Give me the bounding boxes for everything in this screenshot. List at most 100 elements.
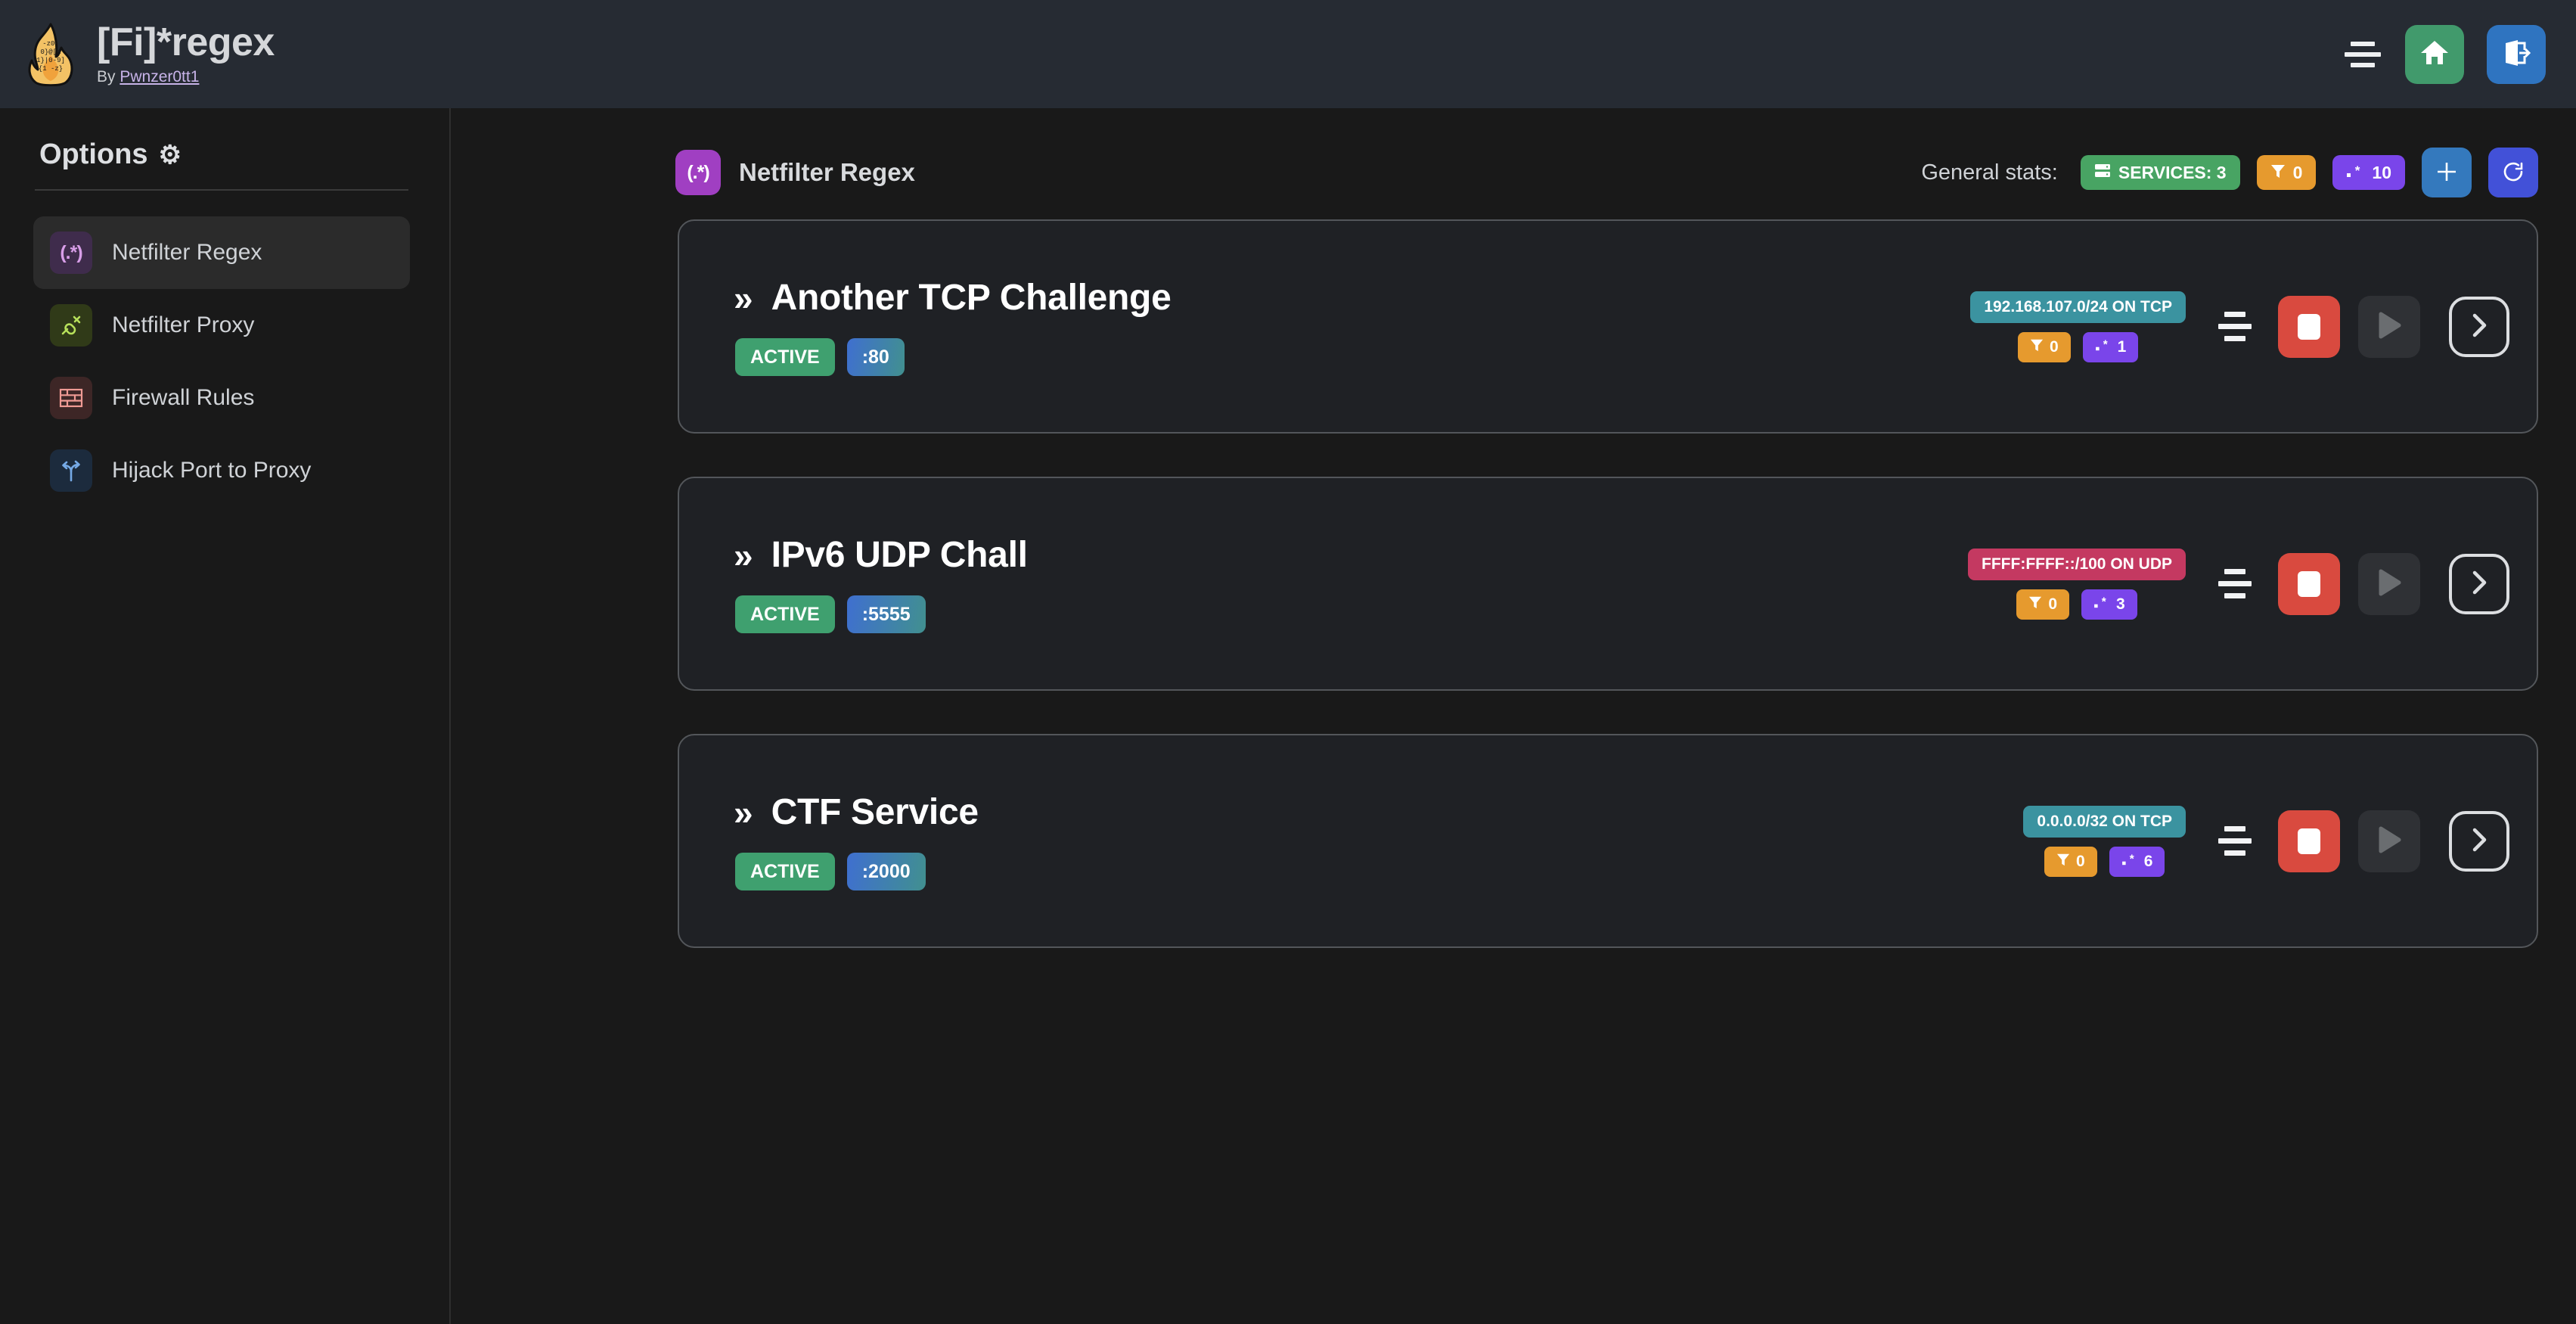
regexes-badge: * 6 bbox=[2109, 846, 2165, 877]
svg-text:-z0-: -z0- bbox=[42, 40, 59, 48]
flame-regex-logo-icon: -z0- 0}@[a 1}|0-9] {1 -z} bbox=[26, 23, 76, 86]
gear-icon: ⚙ bbox=[158, 140, 182, 169]
service-network-stats: 0.0.0.0/32 ON TCP 0 * 6 bbox=[2023, 805, 2186, 877]
top-header-bar: -z0- 0}@[a 1}|0-9] {1 -z} [Fi]*regex By … bbox=[0, 0, 2576, 108]
service-card[interactable]: » IPv6 UDP Chall ACTIVE :5555 FFFF:FFFF:… bbox=[678, 477, 2538, 691]
filters-count: 0 bbox=[2049, 337, 2059, 356]
regex-dot-star-icon: * bbox=[2121, 853, 2138, 871]
service-controls: 0.0.0.0/32 ON TCP 0 * 6 bbox=[2023, 805, 2509, 877]
svg-text:*: * bbox=[2103, 338, 2107, 351]
service-title: » IPv6 UDP Chall bbox=[734, 534, 1028, 576]
align-center-icon[interactable] bbox=[2343, 35, 2382, 74]
logout-icon bbox=[2501, 38, 2531, 70]
service-info: » CTF Service ACTIVE :2000 bbox=[734, 791, 979, 890]
service-name: IPv6 UDP Chall bbox=[771, 535, 1028, 575]
status-badge-regexes-count: 10 bbox=[2372, 162, 2391, 182]
align-center-icon[interactable] bbox=[2216, 822, 2254, 861]
status-badge-services-label: SERVICES: 3 bbox=[2118, 162, 2227, 182]
sidebar-item-netfilter-regex[interactable]: (.*) Netfilter Regex bbox=[33, 216, 410, 289]
details-button[interactable] bbox=[2449, 296, 2509, 357]
filter-icon bbox=[2056, 853, 2070, 871]
regexes-count: 1 bbox=[2117, 337, 2127, 356]
stop-button[interactable] bbox=[2278, 810, 2340, 872]
sidebar-item-netfilter-proxy[interactable]: Netfilter Proxy bbox=[33, 289, 410, 362]
service-name: Another TCP Challenge bbox=[771, 278, 1172, 318]
stop-icon bbox=[2298, 570, 2320, 597]
main-content: (.*) Netfilter Regex General stats: SERV… bbox=[452, 108, 2576, 1324]
service-title: » Another TCP Challenge bbox=[734, 277, 1172, 319]
page-regex-icon: (.*) bbox=[675, 150, 721, 195]
filters-badge: 0 bbox=[2017, 331, 2071, 362]
port-badge: :5555 bbox=[846, 595, 926, 633]
plus-icon bbox=[2435, 160, 2459, 186]
details-button[interactable] bbox=[2449, 810, 2509, 872]
logout-button[interactable] bbox=[2487, 24, 2546, 84]
filters-count: 0 bbox=[2076, 852, 2085, 870]
stop-button[interactable] bbox=[2278, 295, 2340, 358]
by-prefix: By bbox=[97, 67, 120, 85]
align-center-icon[interactable] bbox=[2216, 307, 2254, 347]
app-title: [Fi]*regex bbox=[97, 20, 275, 65]
align-center-icon[interactable] bbox=[2216, 564, 2254, 604]
regex-icon: (.*) bbox=[50, 232, 92, 274]
service-card[interactable]: » Another TCP Challenge ACTIVE :80 192.1… bbox=[678, 219, 2538, 434]
network-badge: 192.168.107.0/24 ON TCP bbox=[1970, 291, 2186, 323]
home-button[interactable] bbox=[2405, 24, 2464, 84]
chevron-right-icon bbox=[2466, 310, 2492, 343]
add-service-button[interactable] bbox=[2422, 148, 2472, 197]
plug-icon bbox=[50, 304, 92, 347]
svg-text:{1 -z}: {1 -z} bbox=[39, 65, 63, 73]
port-badge: :2000 bbox=[846, 853, 926, 890]
filters-badge: 0 bbox=[2016, 589, 2069, 620]
play-button[interactable] bbox=[2358, 810, 2420, 872]
svg-text:*: * bbox=[2102, 595, 2106, 608]
filter-icon bbox=[2028, 595, 2042, 614]
status-badge-regexes: * 10 bbox=[2332, 155, 2405, 190]
service-info: » Another TCP Challenge ACTIVE :80 bbox=[734, 277, 1172, 376]
stop-button[interactable] bbox=[2278, 552, 2340, 615]
sidebar-item-label: Hijack Port to Proxy bbox=[112, 458, 312, 483]
chevron-right-icon bbox=[2466, 567, 2492, 600]
general-stats: General stats: SERVICES: 3 0 * 10 bbox=[1921, 148, 2538, 197]
filter-icon bbox=[2270, 163, 2286, 183]
sidebar-item-firewall-rules[interactable]: Firewall Rules bbox=[33, 362, 410, 434]
play-icon bbox=[2376, 826, 2402, 856]
stop-icon bbox=[2298, 828, 2320, 854]
status-badge-services: SERVICES: 3 bbox=[2080, 155, 2240, 190]
play-icon bbox=[2376, 569, 2402, 598]
regexes-badge: * 1 bbox=[2082, 331, 2139, 362]
play-icon bbox=[2376, 312, 2402, 341]
author-link[interactable]: Pwnzer0tt1 bbox=[119, 67, 200, 85]
service-network-stats: FFFF:FFFF::/100 ON UDP 0 * 3 bbox=[1968, 548, 2186, 620]
server-icon bbox=[2094, 163, 2111, 183]
service-info: » IPv6 UDP Chall ACTIVE :5555 bbox=[734, 534, 1028, 633]
service-card[interactable]: » CTF Service ACTIVE :2000 0.0.0.0/32 ON… bbox=[678, 734, 2538, 948]
sidebar-divider bbox=[35, 189, 408, 191]
sidebar: Options ⚙ (.*) Netfilter Regex Netfilter… bbox=[0, 108, 451, 1324]
main-header: (.*) Netfilter Regex General stats: SERV… bbox=[452, 108, 2576, 203]
status-badge: ACTIVE bbox=[735, 595, 835, 633]
brand-text: [Fi]*regex By Pwnzer0tt1 bbox=[97, 22, 275, 86]
service-counters: 0 * 6 bbox=[2044, 846, 2165, 877]
svg-text:0}@[a: 0}@[a bbox=[40, 48, 61, 56]
double-chevron-icon: » bbox=[734, 535, 753, 575]
services-list: » Another TCP Challenge ACTIVE :80 192.1… bbox=[452, 203, 2576, 948]
sidebar-item-hijack-port-to-proxy[interactable]: Hijack Port to Proxy bbox=[33, 434, 410, 507]
service-title: » CTF Service bbox=[734, 791, 979, 833]
network-badge: FFFF:FFFF::/100 ON UDP bbox=[1968, 548, 2186, 580]
service-counters: 0 * 1 bbox=[2017, 331, 2139, 362]
status-badge-filters-count: 0 bbox=[2292, 162, 2303, 182]
refresh-icon bbox=[2502, 160, 2525, 185]
stop-icon bbox=[2298, 313, 2320, 340]
svg-text:1}|0-9]: 1}|0-9] bbox=[36, 57, 65, 64]
sidebar-heading-label: Options bbox=[39, 138, 148, 170]
details-button[interactable] bbox=[2449, 553, 2509, 614]
network-badge: 0.0.0.0/32 ON TCP bbox=[2023, 805, 2186, 838]
regexes-count: 3 bbox=[2116, 595, 2125, 613]
regexes-badge: * 3 bbox=[2081, 589, 2137, 620]
refresh-button[interactable] bbox=[2488, 148, 2538, 197]
service-counters: 0 * 3 bbox=[2016, 589, 2137, 620]
page-title: Netfilter Regex bbox=[739, 158, 915, 186]
play-button[interactable] bbox=[2358, 295, 2420, 358]
play-button[interactable] bbox=[2358, 552, 2420, 615]
